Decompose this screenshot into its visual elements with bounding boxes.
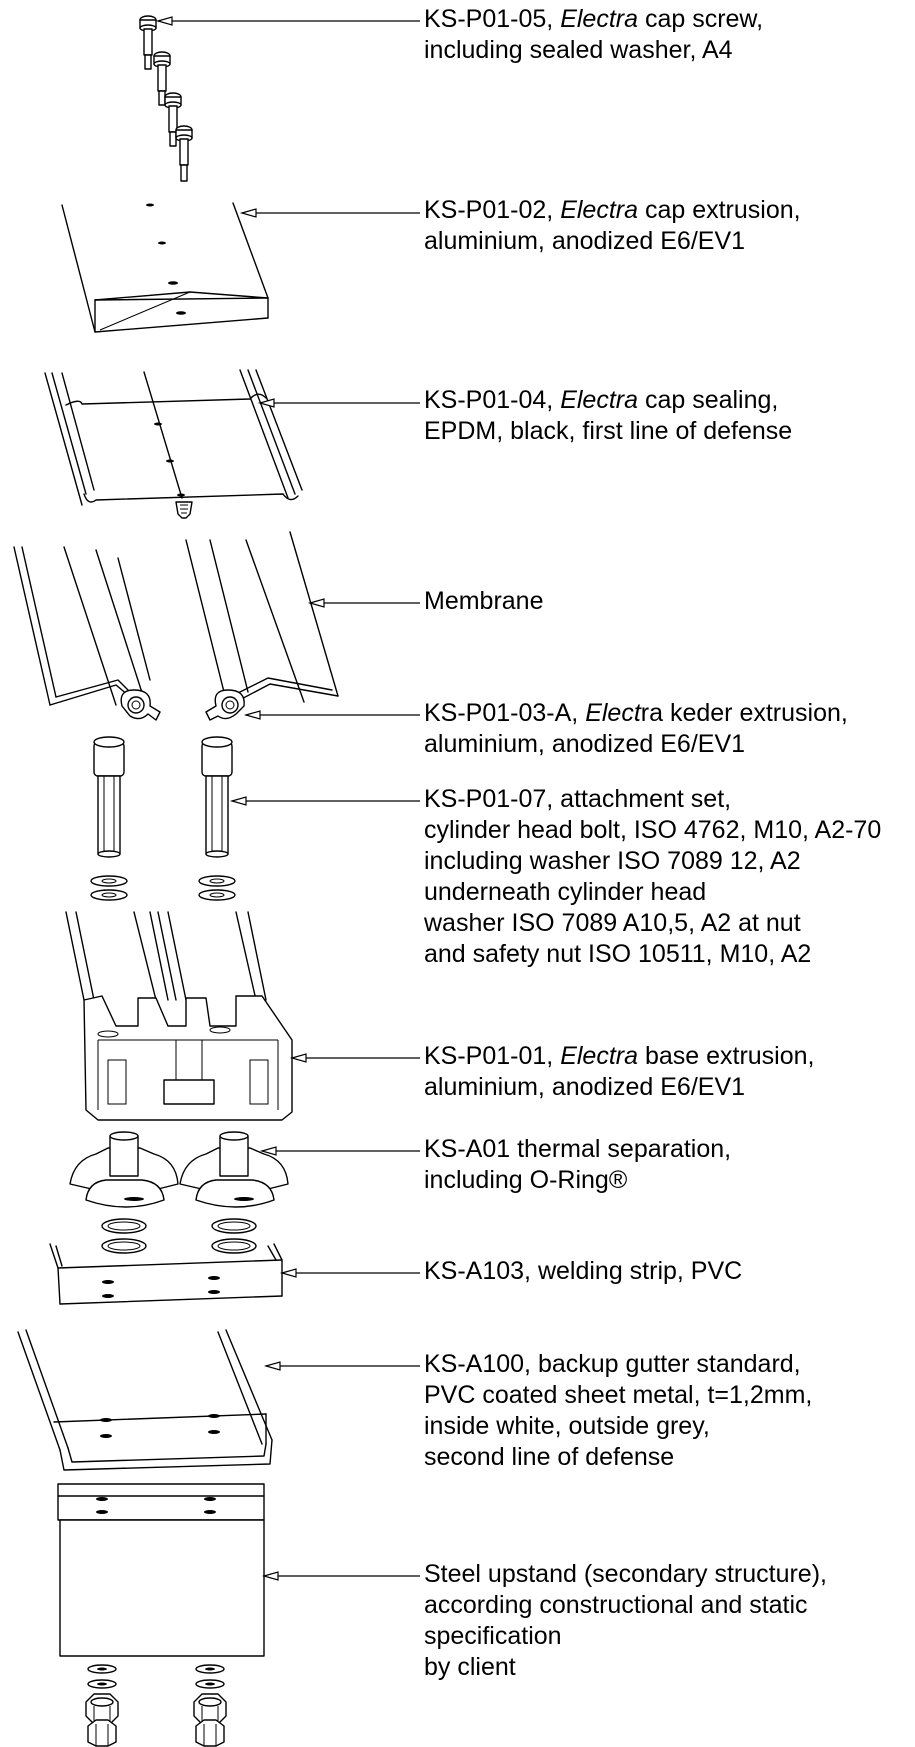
membrane-part bbox=[13, 531, 339, 706]
cap-sealing-part bbox=[44, 369, 303, 519]
callout-title: KS-P01-05, Electra cap screw, bbox=[424, 5, 764, 33]
callout-title: KS-P01-04, Electra cap sealing, bbox=[424, 386, 779, 414]
washers-and-nuts-part bbox=[85, 1664, 227, 1747]
callout-thermal-separation: KS-A01 thermal separation, including O-R… bbox=[424, 1134, 731, 1196]
leader-lines bbox=[155, 16, 420, 1581]
cap-screws-part bbox=[139, 15, 193, 182]
leader-thermal-separation bbox=[259, 1146, 420, 1156]
leader-backup-gutter bbox=[263, 1361, 420, 1371]
callout-line: including washer ISO 7089 12, A2 bbox=[424, 847, 801, 875]
callout-welding-strip: KS-A103, welding strip, PVC bbox=[424, 1256, 742, 1287]
thermal-separation-part bbox=[69, 1131, 289, 1254]
callout-title: KS-P01-07, attachment set, bbox=[424, 785, 732, 813]
callout-line: EPDM, black, first line of defense bbox=[424, 417, 793, 445]
keder-extrusion-part bbox=[120, 689, 245, 721]
callout-cap-sealing: KS-P01-04, Electra cap sealing, EPDM, bl… bbox=[424, 385, 792, 447]
callout-line: aluminium, anodized E6/EV1 bbox=[424, 730, 746, 758]
callout-line: according constructional and static bbox=[424, 1591, 808, 1619]
callout-keder-extrusion: KS-P01-03-A, Electra keder extrusion, al… bbox=[424, 698, 848, 760]
callout-title: KS-P01-02, Electra cap extrusion, bbox=[424, 196, 801, 224]
callout-line: aluminium, anodized E6/EV1 bbox=[424, 227, 746, 255]
steel-upstand-part bbox=[57, 1483, 265, 1657]
leader-attachment-set bbox=[229, 796, 420, 806]
callout-line: by client bbox=[424, 1653, 516, 1681]
callout-line: inside white, outside grey, bbox=[424, 1412, 710, 1440]
leader-cap-extrusion bbox=[239, 208, 420, 218]
leader-membrane bbox=[307, 598, 420, 608]
callout-base-extrusion: KS-P01-01, Electra base extrusion, alumi… bbox=[424, 1041, 815, 1103]
callout-line: and safety nut ISO 10511, M10, A2 bbox=[424, 940, 812, 968]
callout-title: KS-P01-03-A, Electra keder extrusion, bbox=[424, 699, 848, 727]
callout-title: KS-A103, welding strip, PVC bbox=[424, 1257, 743, 1285]
callout-line: washer ISO 7089 A10,5, A2 at nut bbox=[424, 909, 801, 937]
leader-keder-extrusion bbox=[243, 710, 420, 720]
attachment-set-part bbox=[90, 736, 236, 901]
backup-gutter-part bbox=[17, 1329, 273, 1471]
callout-title: Steel upstand (secondary structure), bbox=[424, 1560, 827, 1588]
callout-cap-extrusion: KS-P01-02, Electra cap extrusion, alumin… bbox=[424, 195, 801, 257]
callout-attachment-set: KS-P01-07, attachment set, cylinder head… bbox=[424, 784, 881, 970]
callout-title: KS-P01-01, Electra base extrusion, bbox=[424, 1042, 815, 1070]
callout-line: specification bbox=[424, 1622, 562, 1650]
callout-line: underneath cylinder head bbox=[424, 878, 707, 906]
callout-backup-gutter: KS-A100, backup gutter standard, PVC coa… bbox=[424, 1349, 812, 1473]
callout-line: PVC coated sheet metal, t=1,2mm, bbox=[424, 1381, 813, 1409]
callout-line: second line of defense bbox=[424, 1443, 675, 1471]
leader-base-extrusion bbox=[289, 1053, 420, 1063]
leader-welding-strip bbox=[279, 1268, 420, 1278]
callout-title: KS-A01 thermal separation, bbox=[424, 1135, 732, 1163]
leader-steel-upstand bbox=[261, 1571, 420, 1581]
callout-cap-screw: KS-P01-05, Electra cap screw, including … bbox=[424, 4, 763, 66]
leader-cap-screw bbox=[155, 16, 420, 26]
callout-steel-upstand: Steel upstand (secondary structure), acc… bbox=[424, 1559, 827, 1683]
callout-title: KS-A100, backup gutter standard, bbox=[424, 1350, 801, 1378]
callout-title: Membrane bbox=[424, 587, 544, 615]
callout-membrane: Membrane bbox=[424, 586, 544, 617]
callout-line: aluminium, anodized E6/EV1 bbox=[424, 1073, 746, 1101]
callout-line: including O-Ring® bbox=[424, 1166, 628, 1194]
cap-extrusion-part bbox=[61, 202, 269, 333]
base-extrusion-part bbox=[65, 911, 293, 1121]
callout-line: cylinder head bolt, ISO 4762, M10, A2-70 bbox=[424, 816, 882, 844]
leader-cap-sealing bbox=[257, 398, 420, 408]
callout-line: including sealed washer, A4 bbox=[424, 36, 733, 64]
welding-strip-part bbox=[49, 1243, 283, 1305]
